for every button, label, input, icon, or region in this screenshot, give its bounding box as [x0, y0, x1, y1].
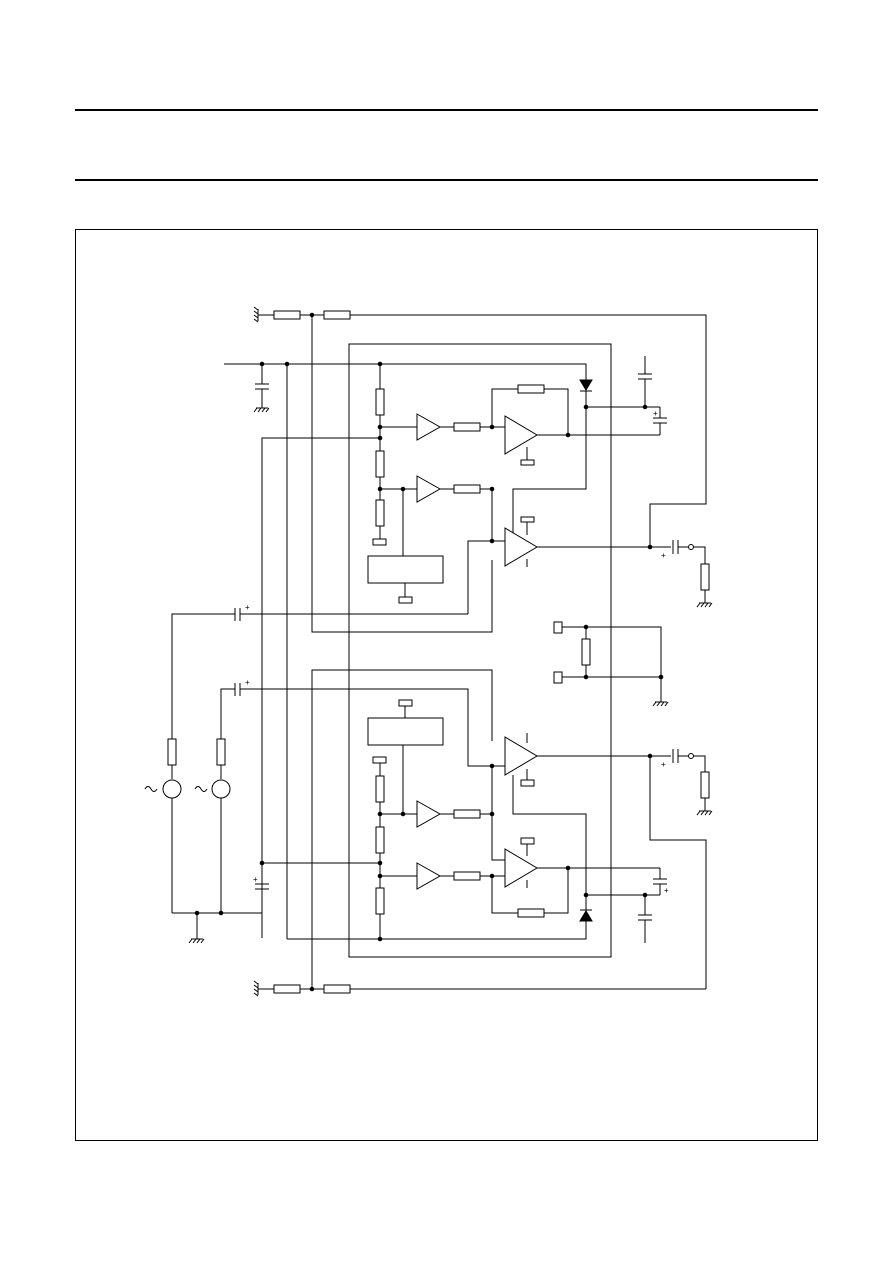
- svg-text:+: +: [245, 678, 250, 687]
- input-coupling-bottom: +: [220, 678, 505, 769]
- pin-pad: [520, 837, 535, 845]
- decoupling-caps-top: +: [568, 356, 667, 436]
- sources: [144, 738, 262, 944]
- svg-text:+: +: [253, 875, 258, 884]
- op-amp: [504, 736, 538, 776]
- resistor: [453, 484, 481, 494]
- resistor: [375, 887, 385, 915]
- resistor: [581, 638, 591, 666]
- op-amp: [504, 415, 538, 455]
- pin-pad: [372, 538, 387, 546]
- buffer: [416, 413, 442, 441]
- control-block-bottom: [367, 699, 444, 817]
- amplifiers-top: [467, 415, 671, 614]
- pin-pad: [553, 621, 563, 634]
- mode-pins: [553, 621, 669, 707]
- resistor: [700, 771, 710, 799]
- buffers-bottom: [416, 766, 571, 918]
- ac-source: [162, 779, 182, 799]
- resistor: [517, 908, 545, 918]
- top-rule: [75, 109, 818, 111]
- svg-text:+: +: [661, 760, 666, 769]
- op-amp: [504, 527, 538, 567]
- svg-text:+: +: [664, 886, 669, 895]
- resistor: [700, 563, 710, 591]
- bias-divider-top: [261, 364, 417, 938]
- diode-bottom: [579, 892, 660, 922]
- output-stage-bottom: +: [649, 749, 713, 989]
- resistor: [323, 984, 351, 994]
- resistor: [323, 310, 351, 320]
- control-block-top: [367, 555, 444, 604]
- diode-top: [512, 379, 660, 536]
- pin-pad: [398, 596, 413, 604]
- resistor: [375, 388, 385, 416]
- svg-text:+: +: [245, 603, 250, 612]
- resistor: [517, 384, 545, 394]
- resistor: [375, 499, 385, 527]
- pin-pad: [520, 516, 535, 523]
- resistor: [453, 871, 481, 881]
- svg-text:+: +: [661, 551, 666, 560]
- output-stage-top: +: [661, 540, 713, 608]
- resistor: [375, 775, 385, 803]
- resistor: [273, 984, 301, 994]
- bias-divider-bottom: [287, 756, 587, 942]
- supply-line: [224, 361, 587, 939]
- resistor: [453, 809, 481, 819]
- amplifiers-bottom: [504, 733, 671, 910]
- figure-frame: [75, 229, 818, 1141]
- buffer: [416, 862, 442, 890]
- ripple-cap: +: [253, 860, 380, 913]
- resistor: [216, 738, 226, 766]
- feedback-divider-bottom: [253, 980, 706, 997]
- pin-pad: [372, 756, 387, 764]
- pin-pad: [520, 779, 535, 787]
- op-amp: [504, 848, 538, 888]
- resistor: [167, 738, 177, 766]
- resistor: [375, 826, 385, 854]
- ac-source: [211, 779, 231, 799]
- input-coupling-top: +: [171, 603, 468, 739]
- resistor: [375, 450, 385, 478]
- feedback-divider-top: [253, 306, 707, 633]
- resistor: [273, 310, 301, 320]
- pin-pad: [398, 699, 413, 707]
- resistor: [453, 422, 481, 432]
- decoupling-caps-bottom: +: [638, 868, 669, 943]
- buffer: [416, 475, 442, 503]
- svg-text:+: +: [653, 409, 658, 418]
- pin-pad: [553, 671, 563, 684]
- buffers-top: [400, 384, 571, 556]
- header-bottom-rule: [75, 179, 818, 181]
- ic-package-outline: [348, 343, 612, 958]
- pin-pad: [520, 459, 535, 466]
- buffer: [416, 800, 442, 828]
